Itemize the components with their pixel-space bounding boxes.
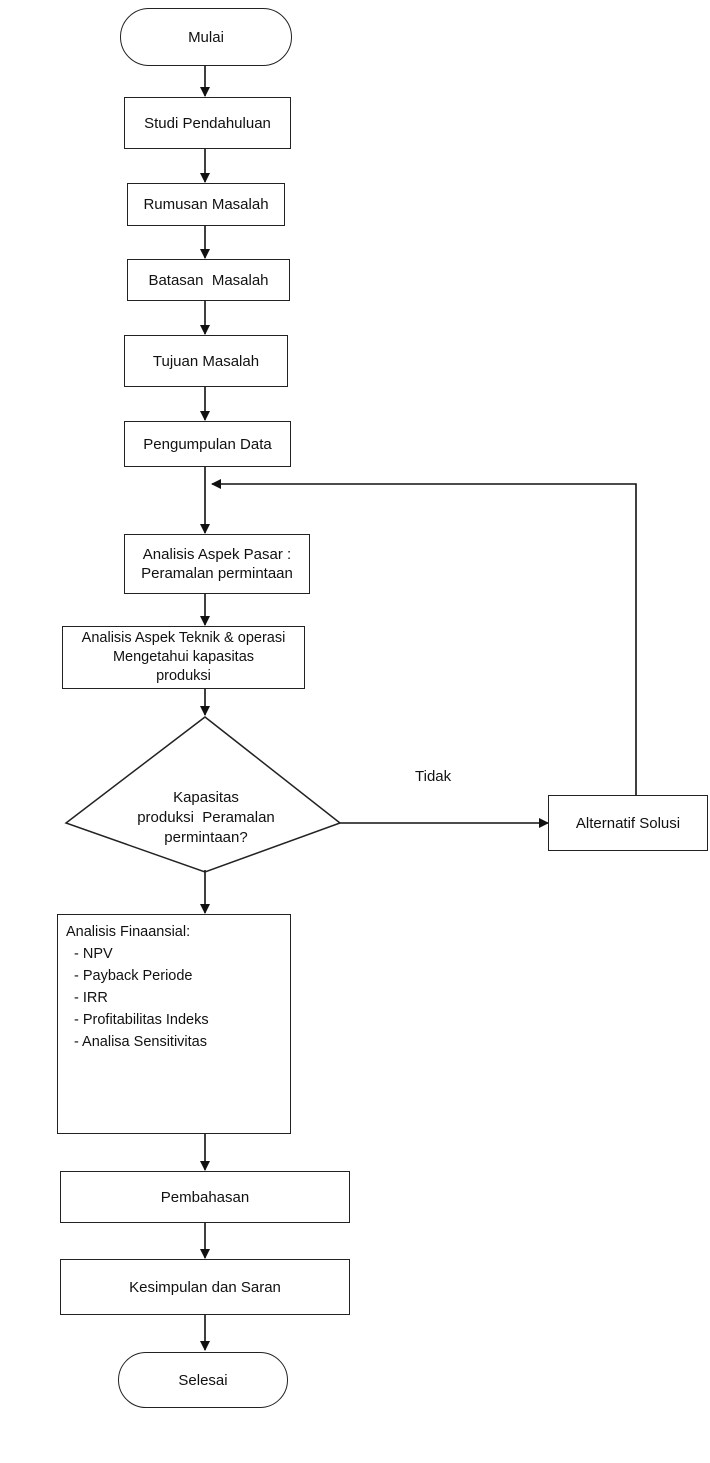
step-label: Pengumpulan Data	[143, 435, 272, 453]
kesimpulan-label: Kesimpulan dan Saran	[129, 1278, 281, 1296]
step-label: Batasan Masalah	[148, 271, 269, 289]
step-alternatif-solusi: Alternatif Solusi	[548, 795, 708, 851]
step-analisis-aspek-pasar: Analisis Aspek Pasar : Peramalan permint…	[124, 534, 310, 594]
finansial-title: Analisis Finaansial:	[66, 924, 191, 940]
alternatif-label: Alternatif Solusi	[575, 814, 681, 832]
teknik-line-3: produksi	[156, 668, 211, 684]
finansial-item-payback: - Payback Periode	[74, 968, 193, 984]
end-label: Selesai	[178, 1371, 228, 1389]
pasar-line-2: Peramalan permintaan	[141, 565, 293, 582]
decision-line-1: Kapasitas	[173, 789, 239, 806]
step-pengumpulan-data: Pengumpulan Data	[124, 421, 291, 467]
pasar-line-1: Analisis Aspek Pasar :	[142, 546, 292, 563]
step-label: Tujuan Masalah	[152, 352, 260, 370]
decision-line-3: permintaan?	[164, 829, 248, 846]
step-batasan-masalah: Batasan Masalah	[127, 259, 290, 301]
branch-label-tidak: Tidak	[415, 768, 452, 785]
finansial-item-sensitivitas: - Analisa Sensitivitas	[74, 1034, 207, 1050]
step-studi-pendahuluan: Studi Pendahuluan	[124, 97, 291, 149]
decision-diamond	[64, 716, 342, 873]
teknik-line-2: Mengetahui kapasitas	[112, 649, 255, 665]
decision-text: Kapasitas produksi Peramalan permintaan?	[90, 788, 322, 848]
step-analisis-finansial: Analisis Finaansial: - NPV - Payback Per…	[57, 914, 291, 1134]
step-kesimpulan-saran: Kesimpulan dan Saran	[60, 1259, 350, 1315]
step-label: Studi Pendahuluan	[144, 114, 271, 132]
finansial-item-irr: - IRR	[74, 990, 108, 1006]
end-terminal: Selesai	[118, 1352, 288, 1408]
step-pembahasan: Pembahasan	[60, 1171, 350, 1223]
finansial-item-npv: - NPV	[74, 946, 113, 962]
step-label: Rumusan Masalah	[143, 196, 269, 213]
finansial-item-profitabilitas: - Profitabilitas Indeks	[74, 1012, 209, 1028]
step-analisis-aspek-teknik: Analisis Aspek Teknik & operasi Mengetah…	[62, 626, 305, 689]
start-label: Mulai	[188, 28, 224, 46]
teknik-line-1: Analisis Aspek Teknik & operasi	[81, 630, 286, 646]
loop-back-line	[211, 479, 637, 795]
step-rumusan-masalah: Rumusan Masalah	[127, 183, 285, 226]
step-tujuan-masalah: Tujuan Masalah	[124, 335, 288, 387]
pembahasan-label: Pembahasan	[160, 1188, 250, 1206]
decision-line-2: produksi Peramalan	[137, 809, 275, 826]
start-terminal: Mulai	[120, 8, 292, 66]
